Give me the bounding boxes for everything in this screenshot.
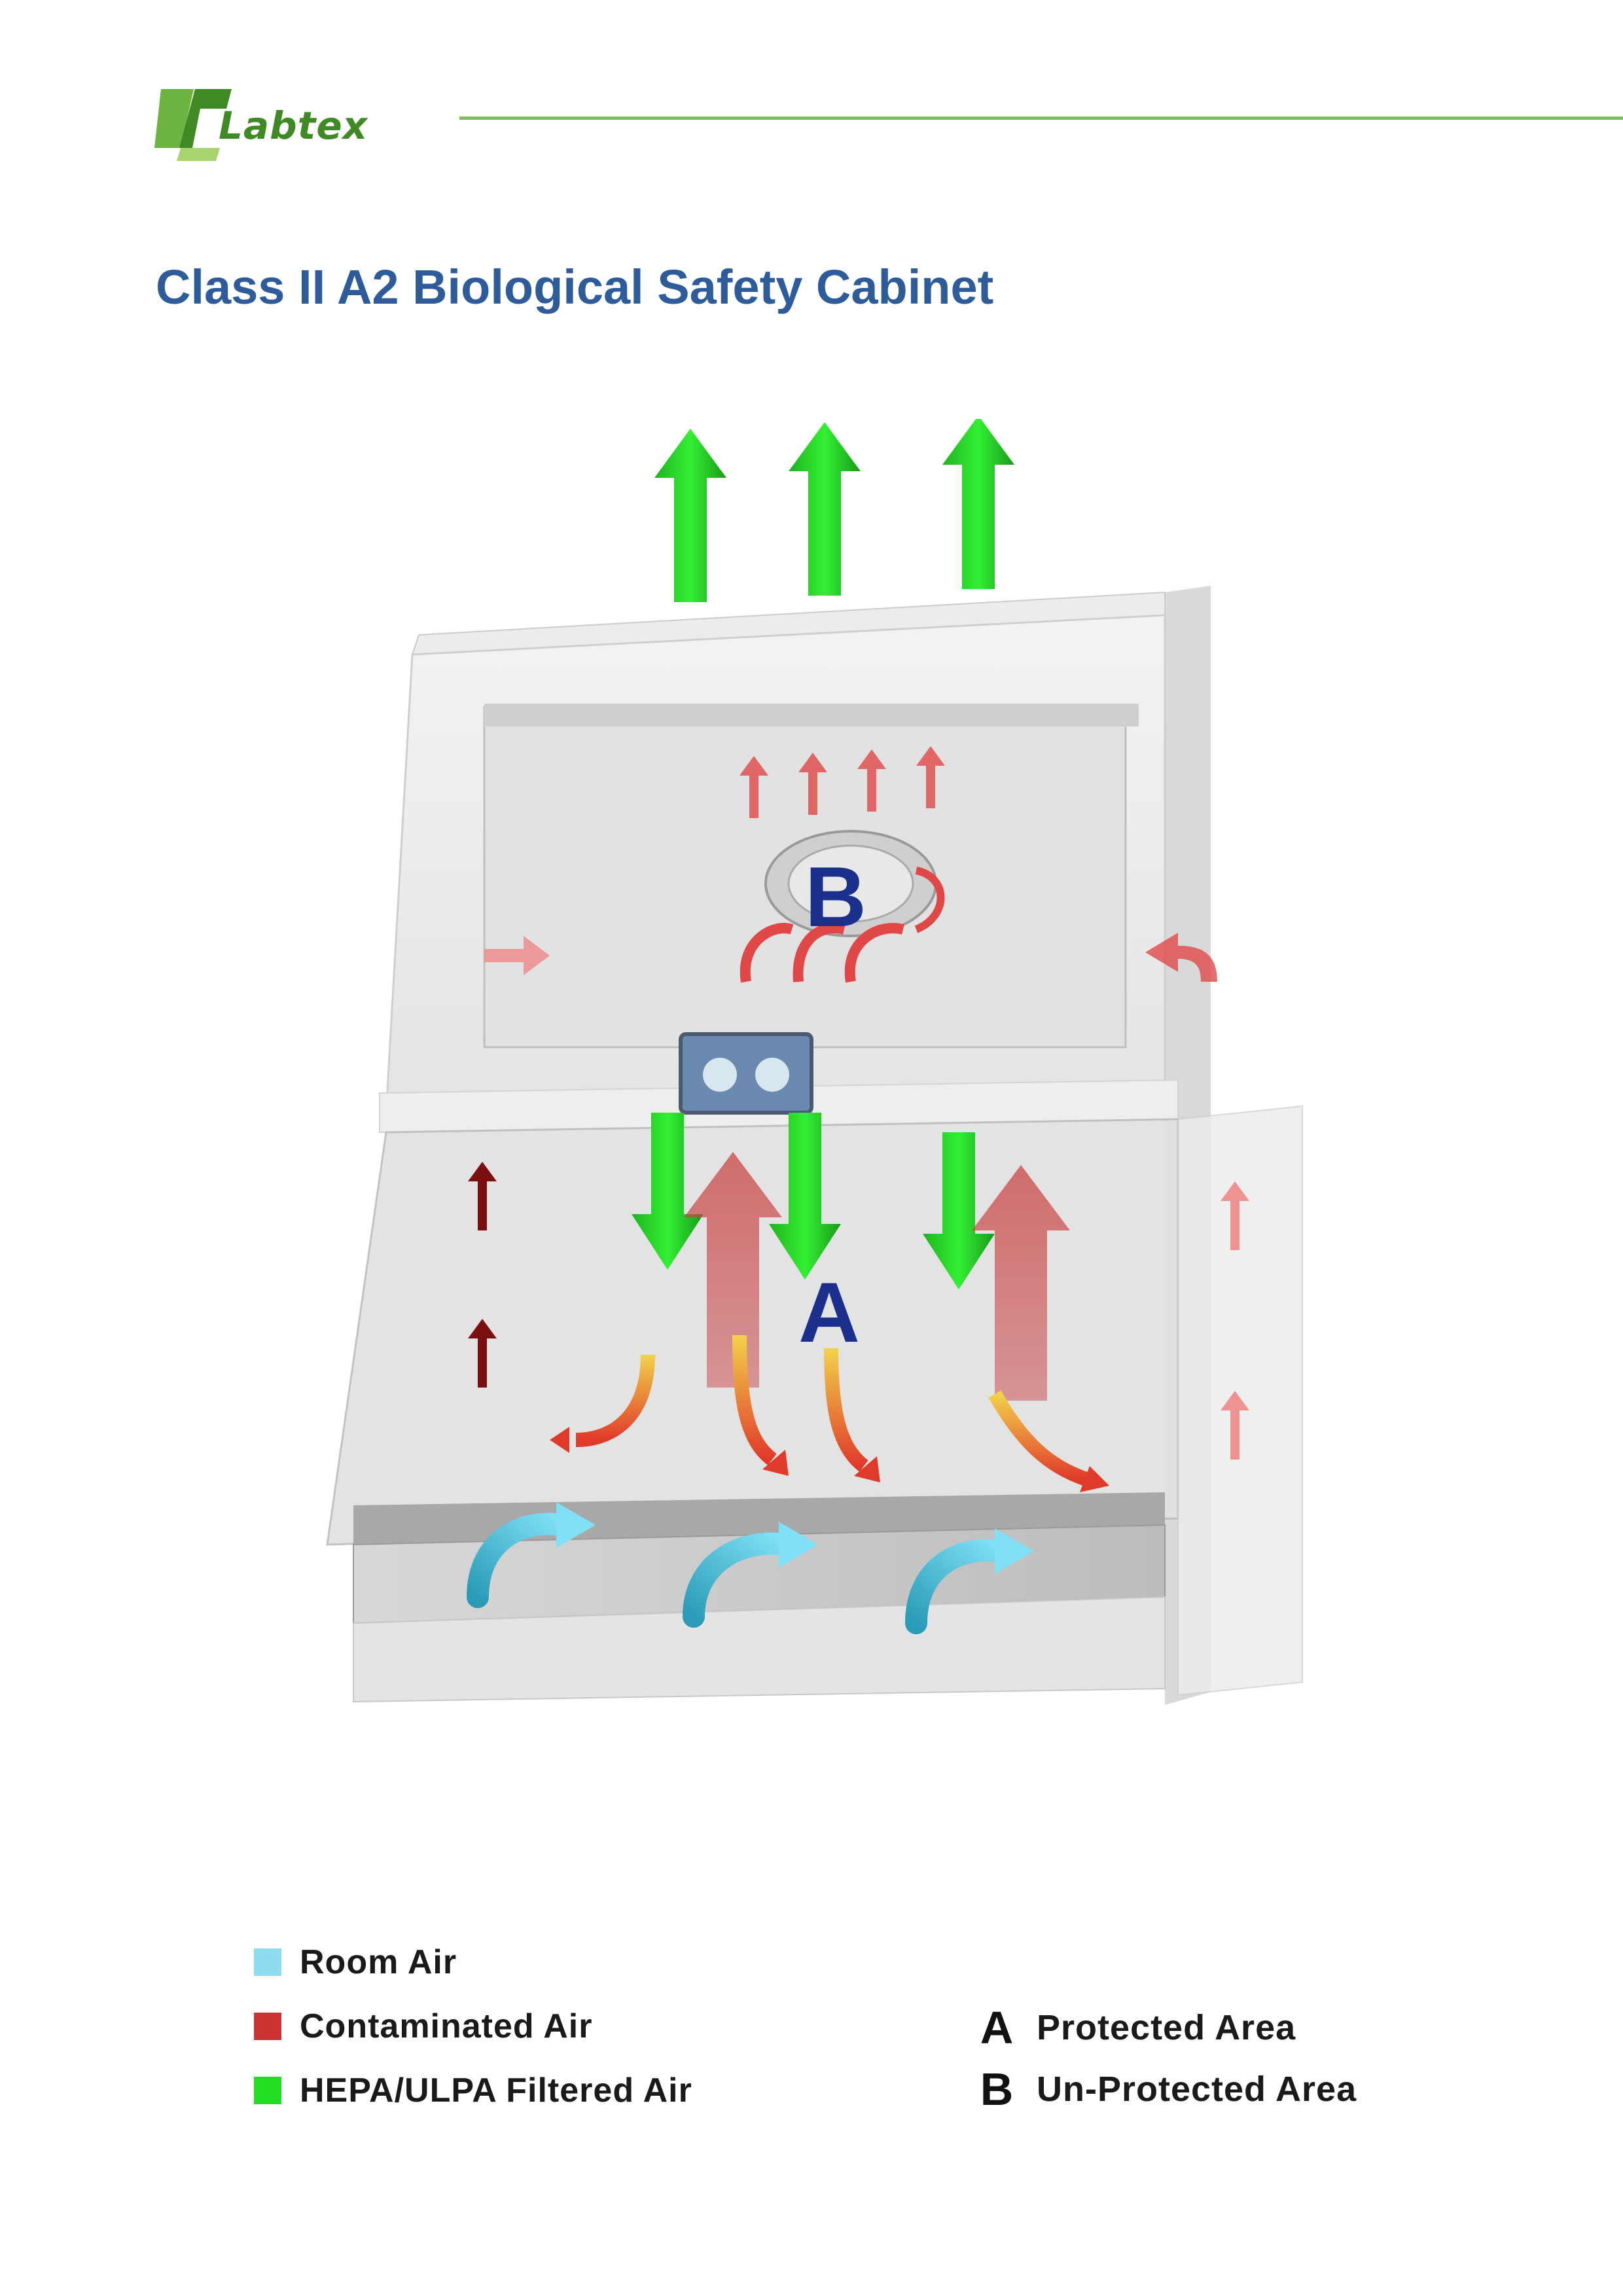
- exhaust-arrows: [654, 419, 1014, 602]
- contaminated-air-swatch: [254, 2013, 281, 2040]
- legend-label: HEPA/ULPA Filtered Air: [300, 2072, 692, 2109]
- downflow-arrows: [632, 1113, 995, 1289]
- legend-room-air: Room Air: [254, 1943, 457, 1982]
- front-return-heads: [550, 1427, 1109, 1492]
- legend-label: Room Air: [300, 1943, 457, 1981]
- left-rear-arrows: [468, 1162, 497, 1388]
- left-intake-arrow: [484, 936, 550, 975]
- header-rule: [459, 117, 1623, 120]
- key-label: Protected Area: [1037, 2008, 1296, 2047]
- right-side-arrows: [1221, 1181, 1249, 1460]
- key-label: Un-Protected Area: [1037, 2070, 1357, 2109]
- control-panel: [679, 1032, 813, 1115]
- zone-b-letter: B: [805, 849, 866, 944]
- upflow-arrows: [684, 1152, 1070, 1401]
- room-air-swatch: [254, 1948, 281, 1976]
- room-air-heads: [556, 1502, 1034, 1574]
- labtex-logo-mark: [154, 89, 232, 161]
- legend-label: Contaminated Air: [300, 2007, 593, 2045]
- zone-a-letter: A: [798, 1265, 860, 1360]
- legend-contaminated-air: Contaminated Air: [254, 2007, 592, 2046]
- key-letter: A: [980, 2002, 1014, 2053]
- filtered-air-swatch: [254, 2077, 281, 2104]
- blower-unit: [740, 830, 945, 983]
- right-intake-arrow: [1145, 933, 1217, 982]
- brand-name: Labtex: [219, 103, 368, 148]
- cabinet-airflow-diagram: B: [326, 419, 1303, 1705]
- room-air-arrows: [467, 1513, 1012, 1634]
- filter-rail: [484, 704, 1139, 726]
- key-letter: B: [980, 2064, 1014, 2115]
- base-panel: [353, 1596, 1166, 1703]
- front-return-arrows: [575, 1335, 1089, 1486]
- page-title: Class II A2 Biological Safety Cabinet: [156, 260, 994, 314]
- key-protected-area: A Protected Area: [979, 2001, 1296, 2054]
- key-unprotected-area: B Un-Protected Area: [979, 2063, 1357, 2115]
- plenum-arrows: [740, 746, 945, 818]
- legend-filtered-air: HEPA/ULPA Filtered Air: [254, 2071, 692, 2110]
